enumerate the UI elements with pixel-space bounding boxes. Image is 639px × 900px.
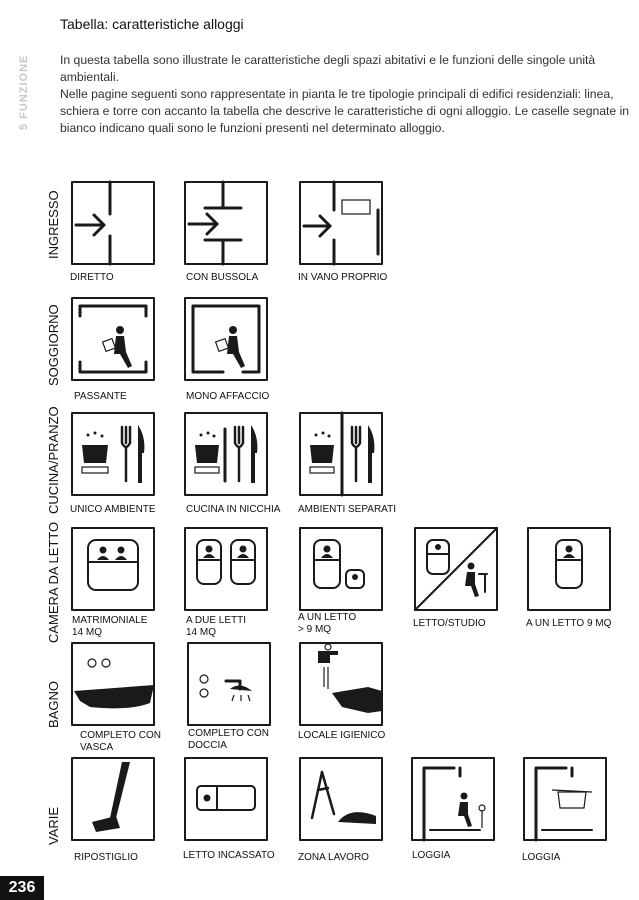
tile-varie-letto-incassato <box>183 756 269 842</box>
intro-paragraph-2: Nelle pagine seguenti sono rappresentate… <box>60 87 630 135</box>
tile-ingresso-vano <box>298 180 384 266</box>
caption: A UN LETTO 9 MQ <box>526 618 612 629</box>
row-label-ingresso: INGRESSO <box>46 190 61 260</box>
single-bed-icon <box>299 527 383 611</box>
caption: CUCINA IN NICCHIA <box>186 504 281 515</box>
chapter-tab: 5 FUNZIONE <box>0 0 52 130</box>
row-label-soggiorno: SOGGIORNO <box>46 304 61 386</box>
tile-varie-zona-lavoro <box>298 756 384 842</box>
caption: A UN LETTO > 9 MQ <box>298 612 357 635</box>
caption: A DUE LETTI 14 MQ <box>186 615 247 638</box>
tile-camera-matrimoniale <box>70 526 156 612</box>
page-title: Tabella: caratteristiche alloggi <box>60 16 244 32</box>
tile-camera-due-letti <box>183 526 269 612</box>
pot-cutlery-icon <box>71 412 155 496</box>
caption: COMPLETO CON VASCA <box>80 730 161 753</box>
caption: ZONA LAVORO <box>298 852 369 863</box>
caption: MATRIMONIALE 14 MQ <box>72 615 148 638</box>
tile-camera-letto-studio <box>413 526 499 612</box>
compass-iron-icon <box>299 757 383 841</box>
arrow-vestibule-icon <box>299 180 383 266</box>
shower-icon <box>187 642 271 726</box>
pot-cutlery-icon <box>184 412 268 496</box>
caption: DIRETTO <box>70 272 114 283</box>
double-bed-icon <box>71 527 155 611</box>
caption: PASSANTE <box>74 391 127 402</box>
tile-bagno-vasca <box>70 641 156 727</box>
chapter-label: 5 FUNZIONE <box>18 54 30 130</box>
row-label-bagno: BAGNO <box>46 681 61 729</box>
intro-text: In questa tabella sono illustrate le car… <box>60 52 632 137</box>
tile-ingresso-diretto <box>70 180 156 266</box>
row-label-varie: VARIE <box>46 806 61 846</box>
caption: MONO AFFACCIO <box>186 391 270 402</box>
tile-soggiorno-mono <box>183 296 269 382</box>
tile-ingresso-bussola <box>183 180 269 266</box>
caption: COMPLETO CON DOCCIA <box>188 728 269 751</box>
person-reading-icon <box>71 297 155 381</box>
caption: RIPOSTIGLIO <box>74 852 138 863</box>
loggia-laundry-icon <box>523 757 607 842</box>
page-number: 236 <box>0 876 44 900</box>
bed-desk-icon <box>414 527 498 611</box>
vacuum-cleaner-icon <box>71 757 155 841</box>
pot-cutlery-icon <box>299 411 383 497</box>
tile-camera-un-letto <box>298 526 384 612</box>
person-reading-icon <box>184 297 268 381</box>
arrow-double-door-icon <box>184 180 268 266</box>
single-bed-icon <box>527 527 611 611</box>
loggia-person-icon <box>411 757 495 842</box>
tile-soggiorno-passante <box>70 296 156 382</box>
arrow-door-icon <box>71 180 155 266</box>
caption: IN VANO PROPRIO <box>298 272 388 283</box>
caption: LETTO/STUDIO <box>413 618 486 629</box>
caption: LOCALE IGIENICO <box>298 730 386 741</box>
tap-hand-icon <box>299 642 383 726</box>
built-in-bed-icon <box>184 757 268 841</box>
tile-cucina-separati <box>298 411 384 497</box>
caption: UNICO AMBIENTE <box>70 504 156 515</box>
row-label-camera: CAMERA DA LETTO <box>46 521 61 643</box>
caption: AMBIENTI SEPARATI <box>298 504 396 515</box>
twin-beds-icon <box>184 527 268 611</box>
tile-camera-un-letto-9 <box>526 526 612 612</box>
tile-bagno-doccia <box>186 641 272 727</box>
tile-varie-loggia-2 <box>522 756 608 842</box>
caption: LETTO INCASSATO <box>183 850 275 861</box>
tile-cucina-unico <box>70 411 156 497</box>
intro-paragraph-1: In questa tabella sono illustrate le car… <box>60 53 596 84</box>
tile-varie-loggia-1 <box>410 756 496 842</box>
tile-bagno-igienico <box>298 641 384 727</box>
tile-cucina-nicchia <box>183 411 269 497</box>
row-label-cucina: CUCINA/PRANZO <box>46 406 61 514</box>
caption: LOGGIA <box>522 852 561 863</box>
bathtub-icon <box>71 642 155 726</box>
caption: CON BUSSOLA <box>186 272 259 283</box>
caption: LOGGIA <box>412 850 451 861</box>
tile-varie-ripostiglio <box>70 756 156 842</box>
